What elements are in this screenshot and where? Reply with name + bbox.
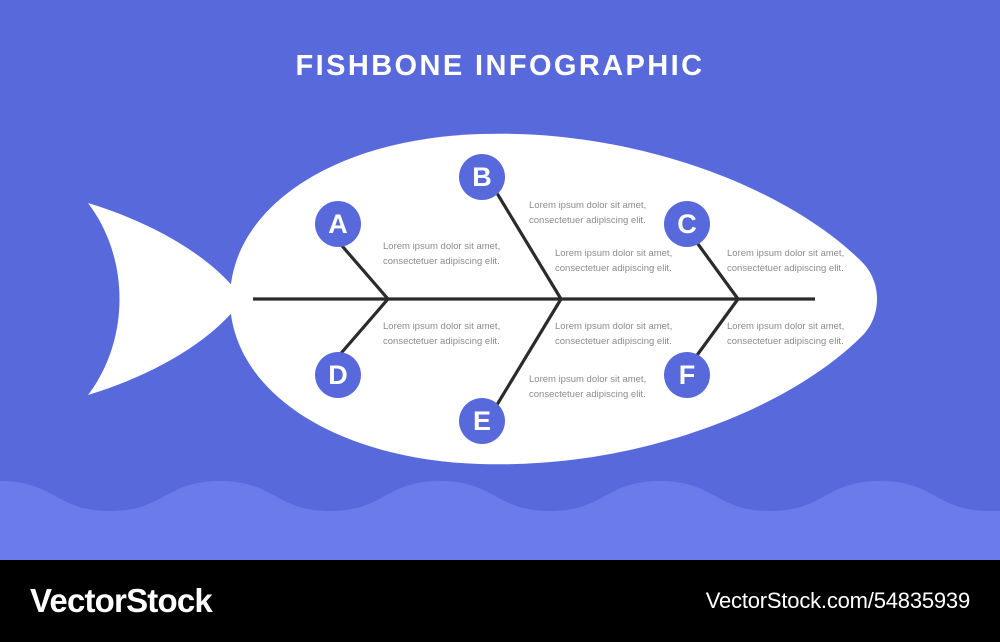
caption-e-secondary-line1: Lorem ipsum dolor sit amet, <box>555 321 673 332</box>
caption-d-line2: consectetuer adipiscing elit. <box>383 335 500 347</box>
vectorstock-logo: VectorStock <box>30 582 213 619</box>
branch-line-e <box>490 298 563 414</box>
caption-a: Lorem ipsum dolor sit amet, consectetuer… <box>383 240 500 269</box>
badge-c[interactable]: C <box>664 201 710 247</box>
caption-a-line1: Lorem ipsum dolor sit amet, <box>383 241 501 252</box>
caption-e: Lorem ipsum dolor sit amet, consectetuer… <box>529 373 646 402</box>
caption-b-secondary-line1: Lorem ipsum dolor sit amet, <box>555 248 673 259</box>
branch-line-c <box>693 239 740 300</box>
caption-e-line2: consectetuer adipiscing elit. <box>529 388 646 400</box>
fish-tail-shape <box>88 203 243 395</box>
caption-c-line2: consectetuer adipiscing elit. <box>727 262 844 274</box>
badge-a[interactable]: A <box>315 201 361 247</box>
caption-d: Lorem ipsum dolor sit amet, consectetuer… <box>383 320 500 349</box>
caption-c: Lorem ipsum dolor sit amet, consectetuer… <box>727 247 844 276</box>
caption-f-line1: Lorem ipsum dolor sit amet, <box>727 321 845 332</box>
caption-d-line1: Lorem ipsum dolor sit amet, <box>383 321 501 332</box>
caption-b-line1: Lorem ipsum dolor sit amet, <box>529 200 647 211</box>
caption-a-line2: consectetuer adipiscing elit. <box>383 255 500 267</box>
caption-e-secondary: Lorem ipsum dolor sit amet, consectetuer… <box>555 320 672 349</box>
caption-e-secondary-line2: consectetuer adipiscing elit. <box>555 335 672 347</box>
fishbone-illustration <box>0 133 1000 560</box>
badge-d[interactable]: D <box>315 352 361 398</box>
branch-line-b <box>490 184 563 300</box>
caption-b-line2: consectetuer adipiscing elit. <box>529 214 646 226</box>
branch-line-f <box>693 298 740 359</box>
caption-b-secondary-line2: consectetuer adipiscing elit. <box>555 262 672 274</box>
page-title: FISHBONE INFOGRAPHIC <box>295 50 705 82</box>
caption-f-line2: consectetuer adipiscing elit. <box>727 335 844 347</box>
badge-b[interactable]: B <box>459 154 505 200</box>
badge-e[interactable]: E <box>459 398 505 444</box>
vectorstock-url: VectorStock.com/54835939 <box>705 588 970 613</box>
wave-back-shape <box>0 481 1000 560</box>
watermark-bar: VectorStock VectorStock.com/54835939 <box>0 560 1000 642</box>
caption-b-secondary: Lorem ipsum dolor sit amet, consectetuer… <box>555 247 672 276</box>
caption-b: Lorem ipsum dolor sit amet, consectetuer… <box>529 199 646 228</box>
caption-e-line1: Lorem ipsum dolor sit amet, <box>529 374 647 385</box>
badge-f[interactable]: F <box>664 352 710 398</box>
caption-f: Lorem ipsum dolor sit amet, consectetuer… <box>727 320 844 349</box>
caption-c-line1: Lorem ipsum dolor sit amet, <box>727 248 845 259</box>
